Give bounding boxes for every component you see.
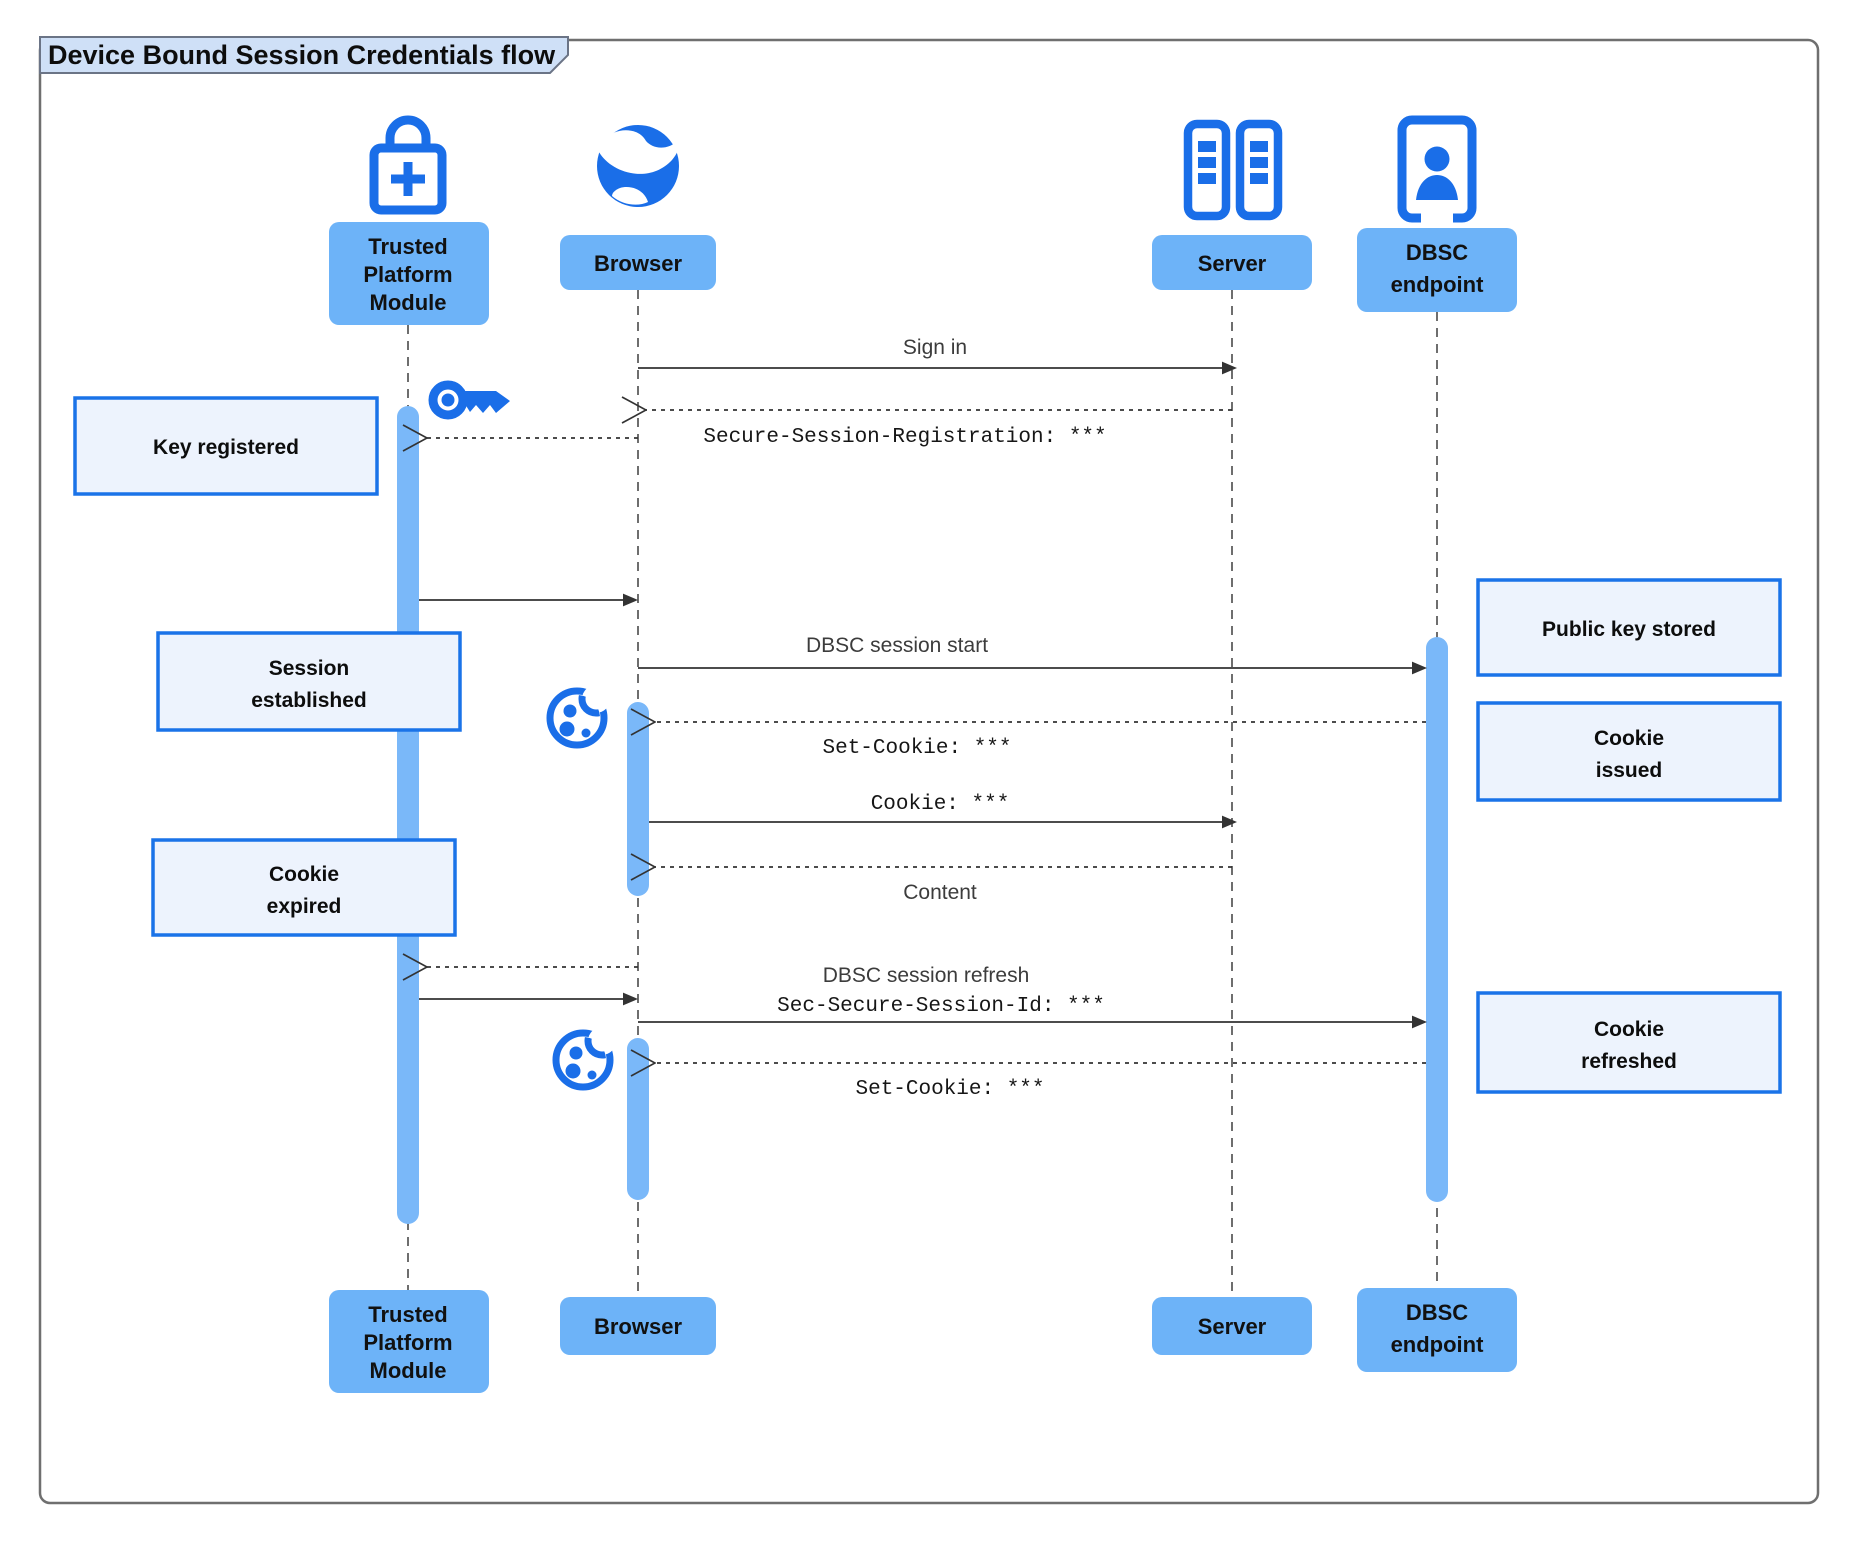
- participant-dbsc-bottom: DBSC endpoint: [1357, 1288, 1517, 1372]
- message-secure-session-registration: Secure-Session-Registration: ***: [646, 410, 1232, 449]
- server-label: Server: [1198, 251, 1267, 276]
- dbsc-label-line: DBSC: [1406, 1300, 1468, 1325]
- globe-icon: [597, 125, 680, 207]
- tpm-label-line: Module: [370, 290, 447, 315]
- svg-text:Cookie: Cookie: [1594, 1018, 1664, 1041]
- dbsc-label-line: DBSC: [1406, 240, 1468, 265]
- cookie-icon: [556, 1027, 616, 1087]
- svg-text:issued: issued: [1596, 759, 1663, 782]
- dbsc-label-line: endpoint: [1391, 1332, 1485, 1357]
- dbsc-label-line: endpoint: [1391, 272, 1485, 297]
- message-dbsc-session-start: DBSC session start: [638, 634, 1427, 675]
- svg-text:Set-Cookie: ***: Set-Cookie: ***: [822, 737, 1011, 760]
- tpm-label-line: Platform: [363, 262, 452, 287]
- svg-text:DBSC session start: DBSC session start: [806, 634, 988, 657]
- note-public-key-stored: Public key stored: [1476, 578, 1782, 677]
- tpm-activation-bar: [397, 406, 419, 1224]
- svg-text:Key registered: Key registered: [153, 436, 299, 459]
- title-tab: [39, 36, 569, 74]
- server-rack-icon: [1183, 119, 1283, 221]
- note-session-established: Session established: [156, 631, 462, 732]
- svg-text:expired: expired: [267, 895, 342, 918]
- key-icon: [428, 380, 510, 420]
- participant-tpm-bottom: Trusted Platform Module: [329, 1290, 489, 1393]
- tpm-label-line: Module: [370, 1358, 447, 1383]
- svg-text:Secure-Session-Registration: *: Secure-Session-Registration: ***: [703, 426, 1106, 449]
- dbsc-activation-bar: [1426, 637, 1448, 1202]
- diagram-title: Device Bound Session Credentials flow: [48, 40, 556, 70]
- browser-activation-bar-1: [627, 702, 649, 896]
- message-cookie: Cookie: ***: [649, 793, 1237, 829]
- cookie-icon: [550, 685, 610, 745]
- message-content: Content: [655, 867, 1232, 904]
- participant-tpm-top: Trusted Platform Module: [329, 222, 489, 325]
- svg-text:established: established: [251, 689, 367, 712]
- svg-text:Sec-Secure-Session-Id: ***: Sec-Secure-Session-Id: ***: [777, 995, 1105, 1018]
- browser-activation-bar-2: [627, 1038, 649, 1200]
- message-set-cookie-2: Set-Cookie: ***: [655, 1063, 1426, 1101]
- tpm-label-line: Platform: [363, 1330, 452, 1355]
- svg-text:Cookie: Cookie: [269, 863, 339, 886]
- svg-text:Set-Cookie: ***: Set-Cookie: ***: [855, 1078, 1044, 1101]
- browser-label: Browser: [594, 1314, 682, 1339]
- svg-text:Cookie: ***: Cookie: ***: [871, 793, 1010, 816]
- note-cookie-refreshed: Cookie refreshed: [1476, 991, 1782, 1094]
- svg-text:Session: Session: [269, 657, 350, 680]
- participant-browser-bottom: Browser: [560, 1297, 716, 1355]
- lock-plus-icon: [369, 115, 447, 215]
- doorway-person-icon: [1397, 115, 1477, 226]
- message-sign-in: Sign in: [638, 336, 1237, 375]
- svg-text:Content: Content: [903, 881, 977, 904]
- participant-server-bottom: Server: [1152, 1297, 1312, 1355]
- participant-browser-top: Browser: [560, 235, 716, 290]
- svg-text:Public key stored: Public key stored: [1542, 618, 1716, 641]
- browser-label: Browser: [594, 251, 682, 276]
- message-set-cookie-1: Set-Cookie: ***: [655, 722, 1426, 760]
- tpm-label-line: Trusted: [368, 234, 447, 259]
- svg-text:refreshed: refreshed: [1581, 1050, 1677, 1073]
- participant-server-top: Server: [1152, 235, 1312, 290]
- note-cookie-expired: Cookie expired: [151, 838, 457, 937]
- tpm-label-line: Trusted: [368, 1302, 447, 1327]
- server-label: Server: [1198, 1314, 1267, 1339]
- note-key-registered: Key registered: [73, 396, 379, 496]
- svg-text:Cookie: Cookie: [1594, 727, 1664, 750]
- note-cookie-issued: Cookie issued: [1476, 701, 1782, 802]
- participant-dbsc-top: DBSC endpoint: [1357, 228, 1517, 312]
- svg-text:DBSC session refresh: DBSC session refresh: [823, 964, 1030, 987]
- svg-text:Sign in: Sign in: [903, 336, 967, 359]
- message-dbsc-session-refresh: DBSC session refresh Sec-Secure-Session-…: [638, 964, 1427, 1029]
